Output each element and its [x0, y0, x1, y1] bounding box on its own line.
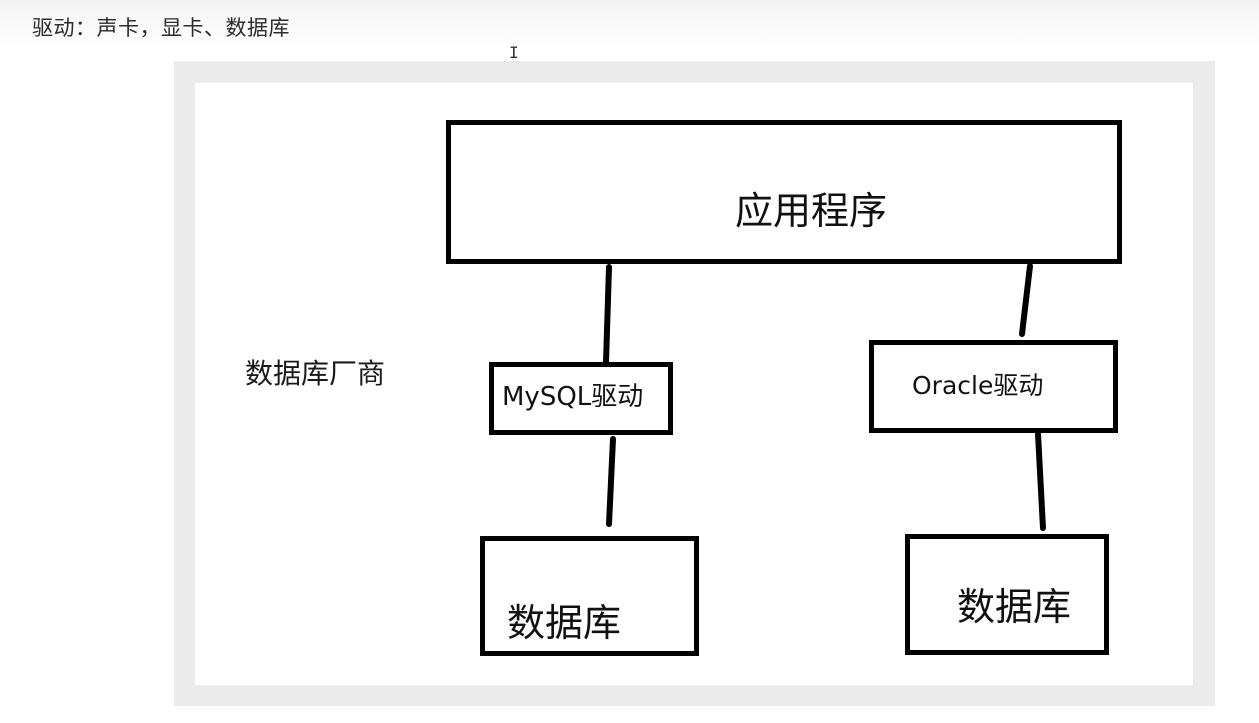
- connector-mysql-db: [606, 436, 616, 527]
- connector-app-oracle: [1019, 263, 1033, 337]
- heading-text: 驱动：声卡，显卡、数据库: [32, 16, 290, 40]
- mysql-driver-label: MySQL驱动: [502, 382, 644, 412]
- database-box-left: [480, 536, 699, 656]
- text-cursor-icon: I: [509, 43, 519, 62]
- application-label: 应用程序: [735, 189, 888, 233]
- application-box: [446, 120, 1122, 264]
- vendor-label: 数据库厂商: [245, 357, 386, 390]
- connector-oracle-db: [1035, 431, 1046, 531]
- database-label-right: 数据库: [957, 585, 1072, 629]
- connector-app-mysql: [603, 264, 612, 365]
- database-label-left: 数据库: [507, 601, 622, 645]
- mysql-driver-box: [489, 362, 673, 435]
- database-box-right: [905, 534, 1109, 655]
- oracle-driver-box: [869, 340, 1118, 433]
- oracle-driver-label: Oracle驱动: [912, 371, 1044, 400]
